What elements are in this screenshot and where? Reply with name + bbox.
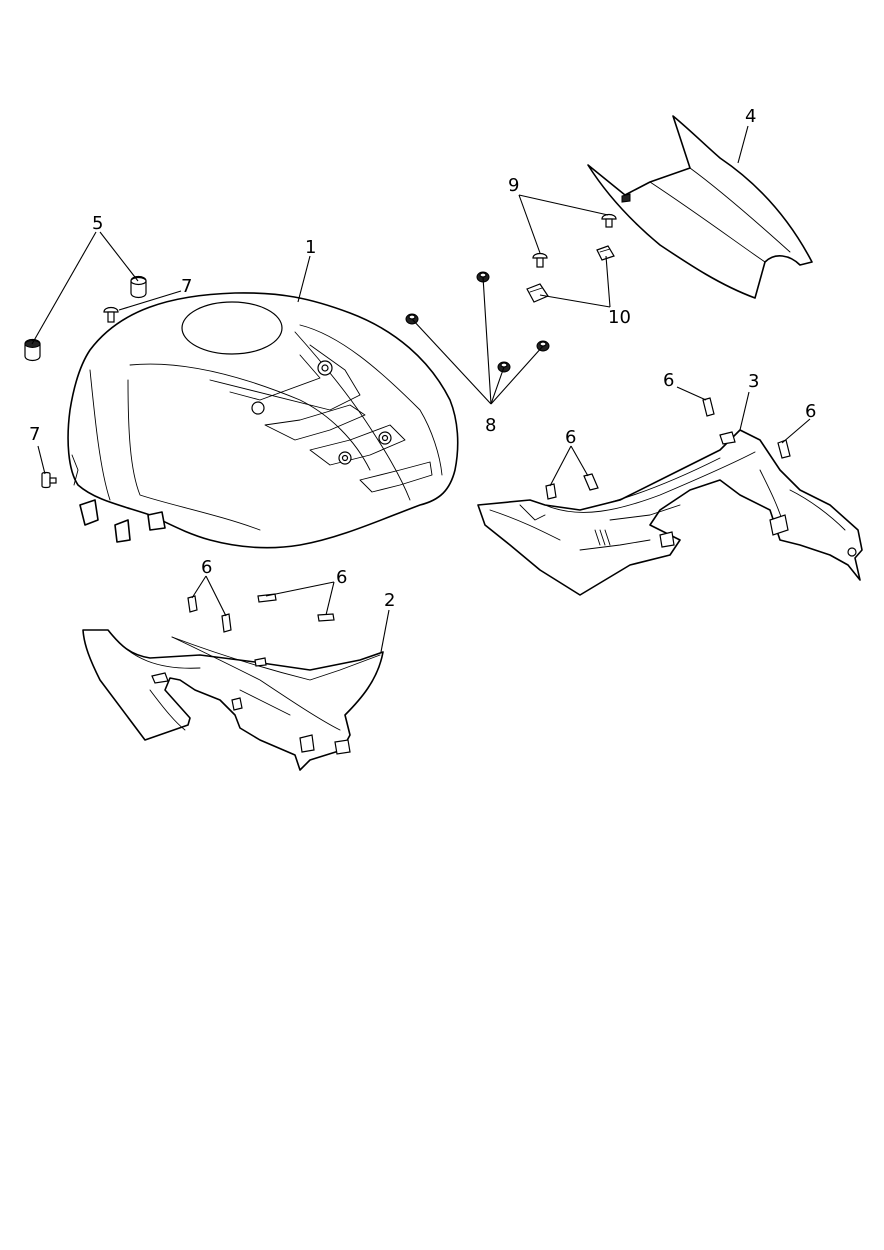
rubber-grommet-8 <box>405 271 550 373</box>
callout-10: 10 <box>608 307 631 328</box>
clip-10 <box>526 245 615 303</box>
left-side-panel <box>82 629 384 771</box>
callout-6-right-b: 6 <box>663 370 674 391</box>
grommet-5 <box>24 275 147 362</box>
seat-cover-panel <box>587 115 813 299</box>
callout-1: 1 <box>305 237 316 258</box>
leader-lines <box>31 125 811 653</box>
callout-6-left-b: 6 <box>336 567 347 588</box>
screw-7 <box>41 306 119 489</box>
callout-labels: 1 2 3 4 5 6 6 6 6 7 7 8 9 10 6 <box>29 106 816 611</box>
right-side-panel <box>477 429 863 596</box>
callout-9: 9 <box>508 175 519 196</box>
callout-4: 4 <box>745 106 756 127</box>
callout-5: 5 <box>92 213 103 234</box>
callout-8: 8 <box>485 415 496 436</box>
callout-6-right-a: 6 <box>565 427 576 448</box>
callout-7-top: 7 <box>181 276 192 297</box>
callout-6-right-c: 6 <box>805 401 816 422</box>
fuel-tank-cover <box>67 292 459 549</box>
callout-3: 3 <box>748 371 759 392</box>
clip-6 <box>187 397 791 633</box>
callout-6-left-a: 6 <box>201 557 212 578</box>
callout-7-left: 7 <box>29 424 40 445</box>
bolt-9 <box>532 213 617 268</box>
callout-2: 2 <box>384 590 395 611</box>
